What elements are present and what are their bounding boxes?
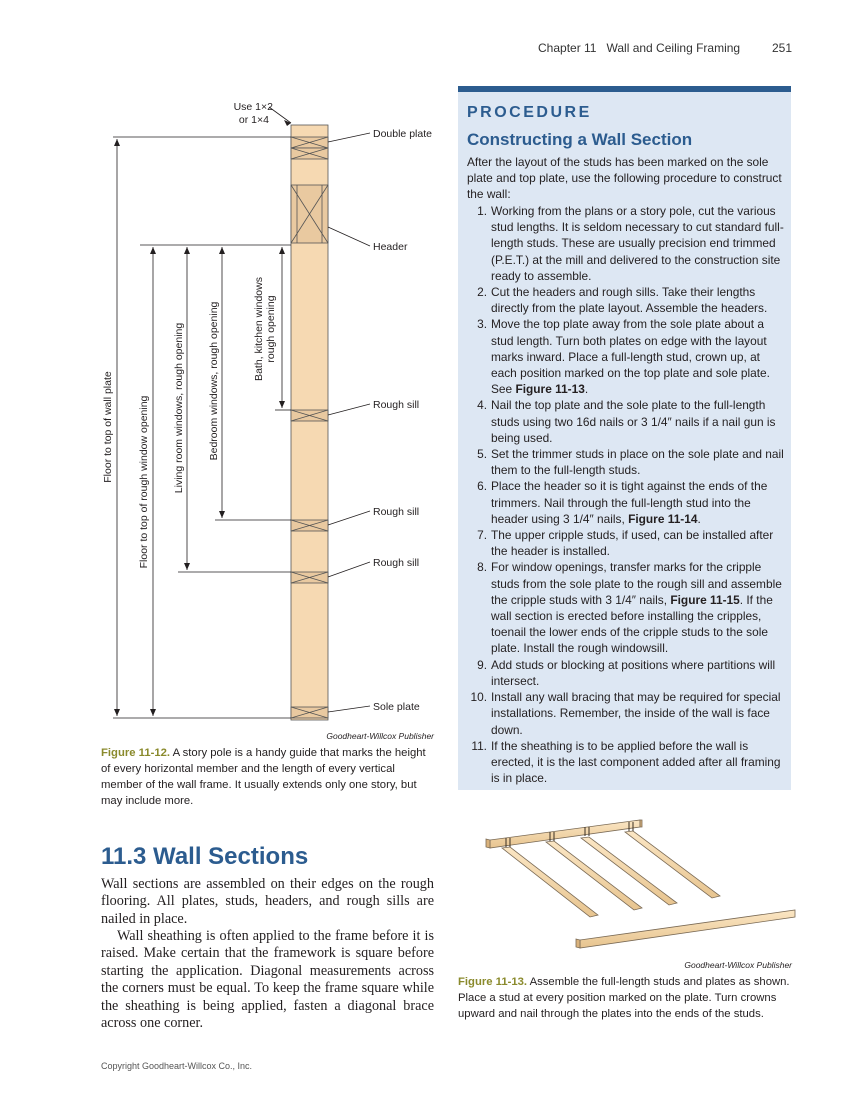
procedure-step: 7. The upper cripple studs, if used, can … [467, 527, 785, 559]
procedure-kicker: PROCEDURE [467, 104, 592, 121]
label-or: or 1×4 [239, 114, 269, 126]
procedure-intro: After the layout of the studs has been m… [467, 155, 782, 202]
wall-assembly-figure [485, 819, 796, 949]
fig13-caption: Figure 11-13. Assemble the full-length s… [458, 974, 792, 1022]
step-text: Install any wall bracing that may be req… [491, 690, 781, 737]
label-double-plate: Double plate [373, 128, 432, 140]
fig12-credit: Goodheart-Willcox Publisher [326, 731, 434, 741]
sole-plate-mark [290, 706, 329, 719]
step-text-after: . [584, 382, 589, 397]
procedure-step: 11. If the sheathing is to be applied bef… [467, 738, 785, 787]
procedure-step: 2. Cut the headers and rough sills. Take … [467, 284, 785, 316]
stud-3 [579, 836, 678, 906]
procedure-step: 5. Set the trimmer studs in place on the … [467, 446, 785, 478]
step-text: The upper cripple studs, if used, can be… [491, 528, 774, 559]
fig12-caption-label: Figure 11-12. [101, 747, 171, 759]
header-mark [290, 184, 329, 244]
label-header: Header [373, 241, 408, 253]
label-use: Use 1×2 [234, 101, 274, 113]
step-number: 5. [477, 447, 487, 462]
label-dim-floor-rough: Floor to top of rough window opening [138, 395, 150, 568]
label-rough-sill-3: Rough sill [373, 557, 419, 569]
procedure-step: 9. Add studs or blocking at positions whe… [467, 657, 785, 689]
label-dim-bedroom: Bedroom windows, rough opening [208, 301, 220, 460]
step-number: 2. [477, 285, 487, 300]
step-number: 8. [477, 560, 487, 575]
step-figure-ref: Figure 11-13 [515, 382, 585, 397]
procedure-title: Constructing a Wall Section [467, 130, 693, 149]
step-number: 1. [477, 204, 487, 218]
step-text-after: . If the wall section is erected before … [491, 592, 773, 656]
step-number: 4. [477, 398, 487, 413]
chapter-number: Chapter 11 [538, 41, 597, 55]
top-plate [489, 819, 641, 849]
step-text: Nail the top plate and the sole plate to… [491, 398, 776, 445]
procedure-steps: 1. Working from the plans or a story pole… [467, 203, 785, 786]
label-sole-plate: Sole plate [373, 701, 420, 713]
step-figure-ref: Figure 11-14 [628, 511, 698, 526]
procedure-step: 1. Working from the plans or a story pole… [467, 203, 785, 284]
label-dim-bath-1: Bath, kitchen windows [253, 277, 265, 381]
sole-plate [579, 909, 796, 949]
rough-sill-mark-2 [290, 519, 329, 532]
fig12-caption: Figure 11-12. A story pole is a handy gu… [101, 745, 434, 809]
step-number: 10. [470, 690, 487, 705]
double-plate-mark [290, 136, 329, 160]
step-text: Add studs or blocking at positions where… [491, 657, 776, 688]
section-paragraph-2: Wall sheathing is often applied to the f… [101, 928, 434, 1032]
procedure-step: 4. Nail the top plate and the sole plate … [467, 397, 785, 446]
label-dim-floor-top: Floor to top of wall plate [102, 371, 114, 483]
rough-sill-mark-1 [290, 409, 329, 422]
step-text: Working from the plans or a story pole, … [491, 204, 784, 283]
step-text: For window openings, transfer marks for … [491, 560, 782, 607]
chapter-title: Wall and Ceiling Framing [606, 41, 741, 55]
step-text: Place the header so it is tight against … [491, 479, 768, 526]
step-number: 3. [477, 317, 487, 332]
step-figure-ref: Figure 11-15 [670, 592, 740, 607]
page-number: 251 [771, 41, 792, 55]
procedure-box: PROCEDURE Constructing a Wall Section Af… [458, 86, 791, 790]
label-dim-bath-2: rough opening [265, 295, 277, 362]
section-paragraph-1: Wall sections are assembled on their edg… [101, 876, 434, 927]
fig13-credit: Goodheart-Willcox Publisher [684, 960, 792, 970]
step-number: 9. [477, 657, 487, 672]
step-number: 6. [477, 479, 487, 494]
step-text: Move the top plate away from the sole pl… [491, 317, 770, 397]
label-rough-sill-1: Rough sill [373, 399, 419, 411]
stud-1 [500, 846, 599, 918]
section-heading: 11.3 Wall Sections [101, 843, 309, 870]
procedure-step: 8. For window openings, transfer marks fo… [467, 559, 785, 656]
step-text-after: . [697, 511, 701, 526]
chapter-label: Chapter 11 Wall and Ceiling Framing [538, 41, 740, 55]
story-pole-figure: Use 1×2 or 1×4 Double plate Header Rough… [102, 101, 432, 721]
label-dim-living: Living room windows, rough opening [173, 323, 185, 494]
step-text: If the sheathing is to be applied before… [491, 738, 781, 786]
procedure-step: 3. Move the top plate away from the sole … [467, 316, 785, 397]
stud-2 [544, 840, 643, 911]
copyright-footer: Copyright Goodheart-Willcox Co., Inc. [101, 1061, 253, 1071]
step-number: 11. [471, 738, 487, 753]
label-rough-sill-2: Rough sill [373, 506, 419, 518]
fig13-caption-text: Assemble the full-length studs and plate… [458, 976, 790, 1020]
fig12-caption-text: A story pole is a handy guide that marks… [101, 747, 426, 807]
rough-sill-mark-3 [290, 571, 329, 584]
fig13-caption-label: Figure 11-13. [458, 976, 528, 988]
procedure-step: 10. Install any wall bracing that may be … [467, 689, 785, 738]
procedure-step: 6. Place the header so it is tight agains… [467, 478, 785, 527]
step-text: Cut the headers and rough sills. Take th… [491, 285, 768, 316]
step-text: Set the trimmer studs in place on the so… [491, 447, 784, 478]
step-number: 7. [477, 528, 487, 543]
stud-4 [623, 830, 721, 899]
